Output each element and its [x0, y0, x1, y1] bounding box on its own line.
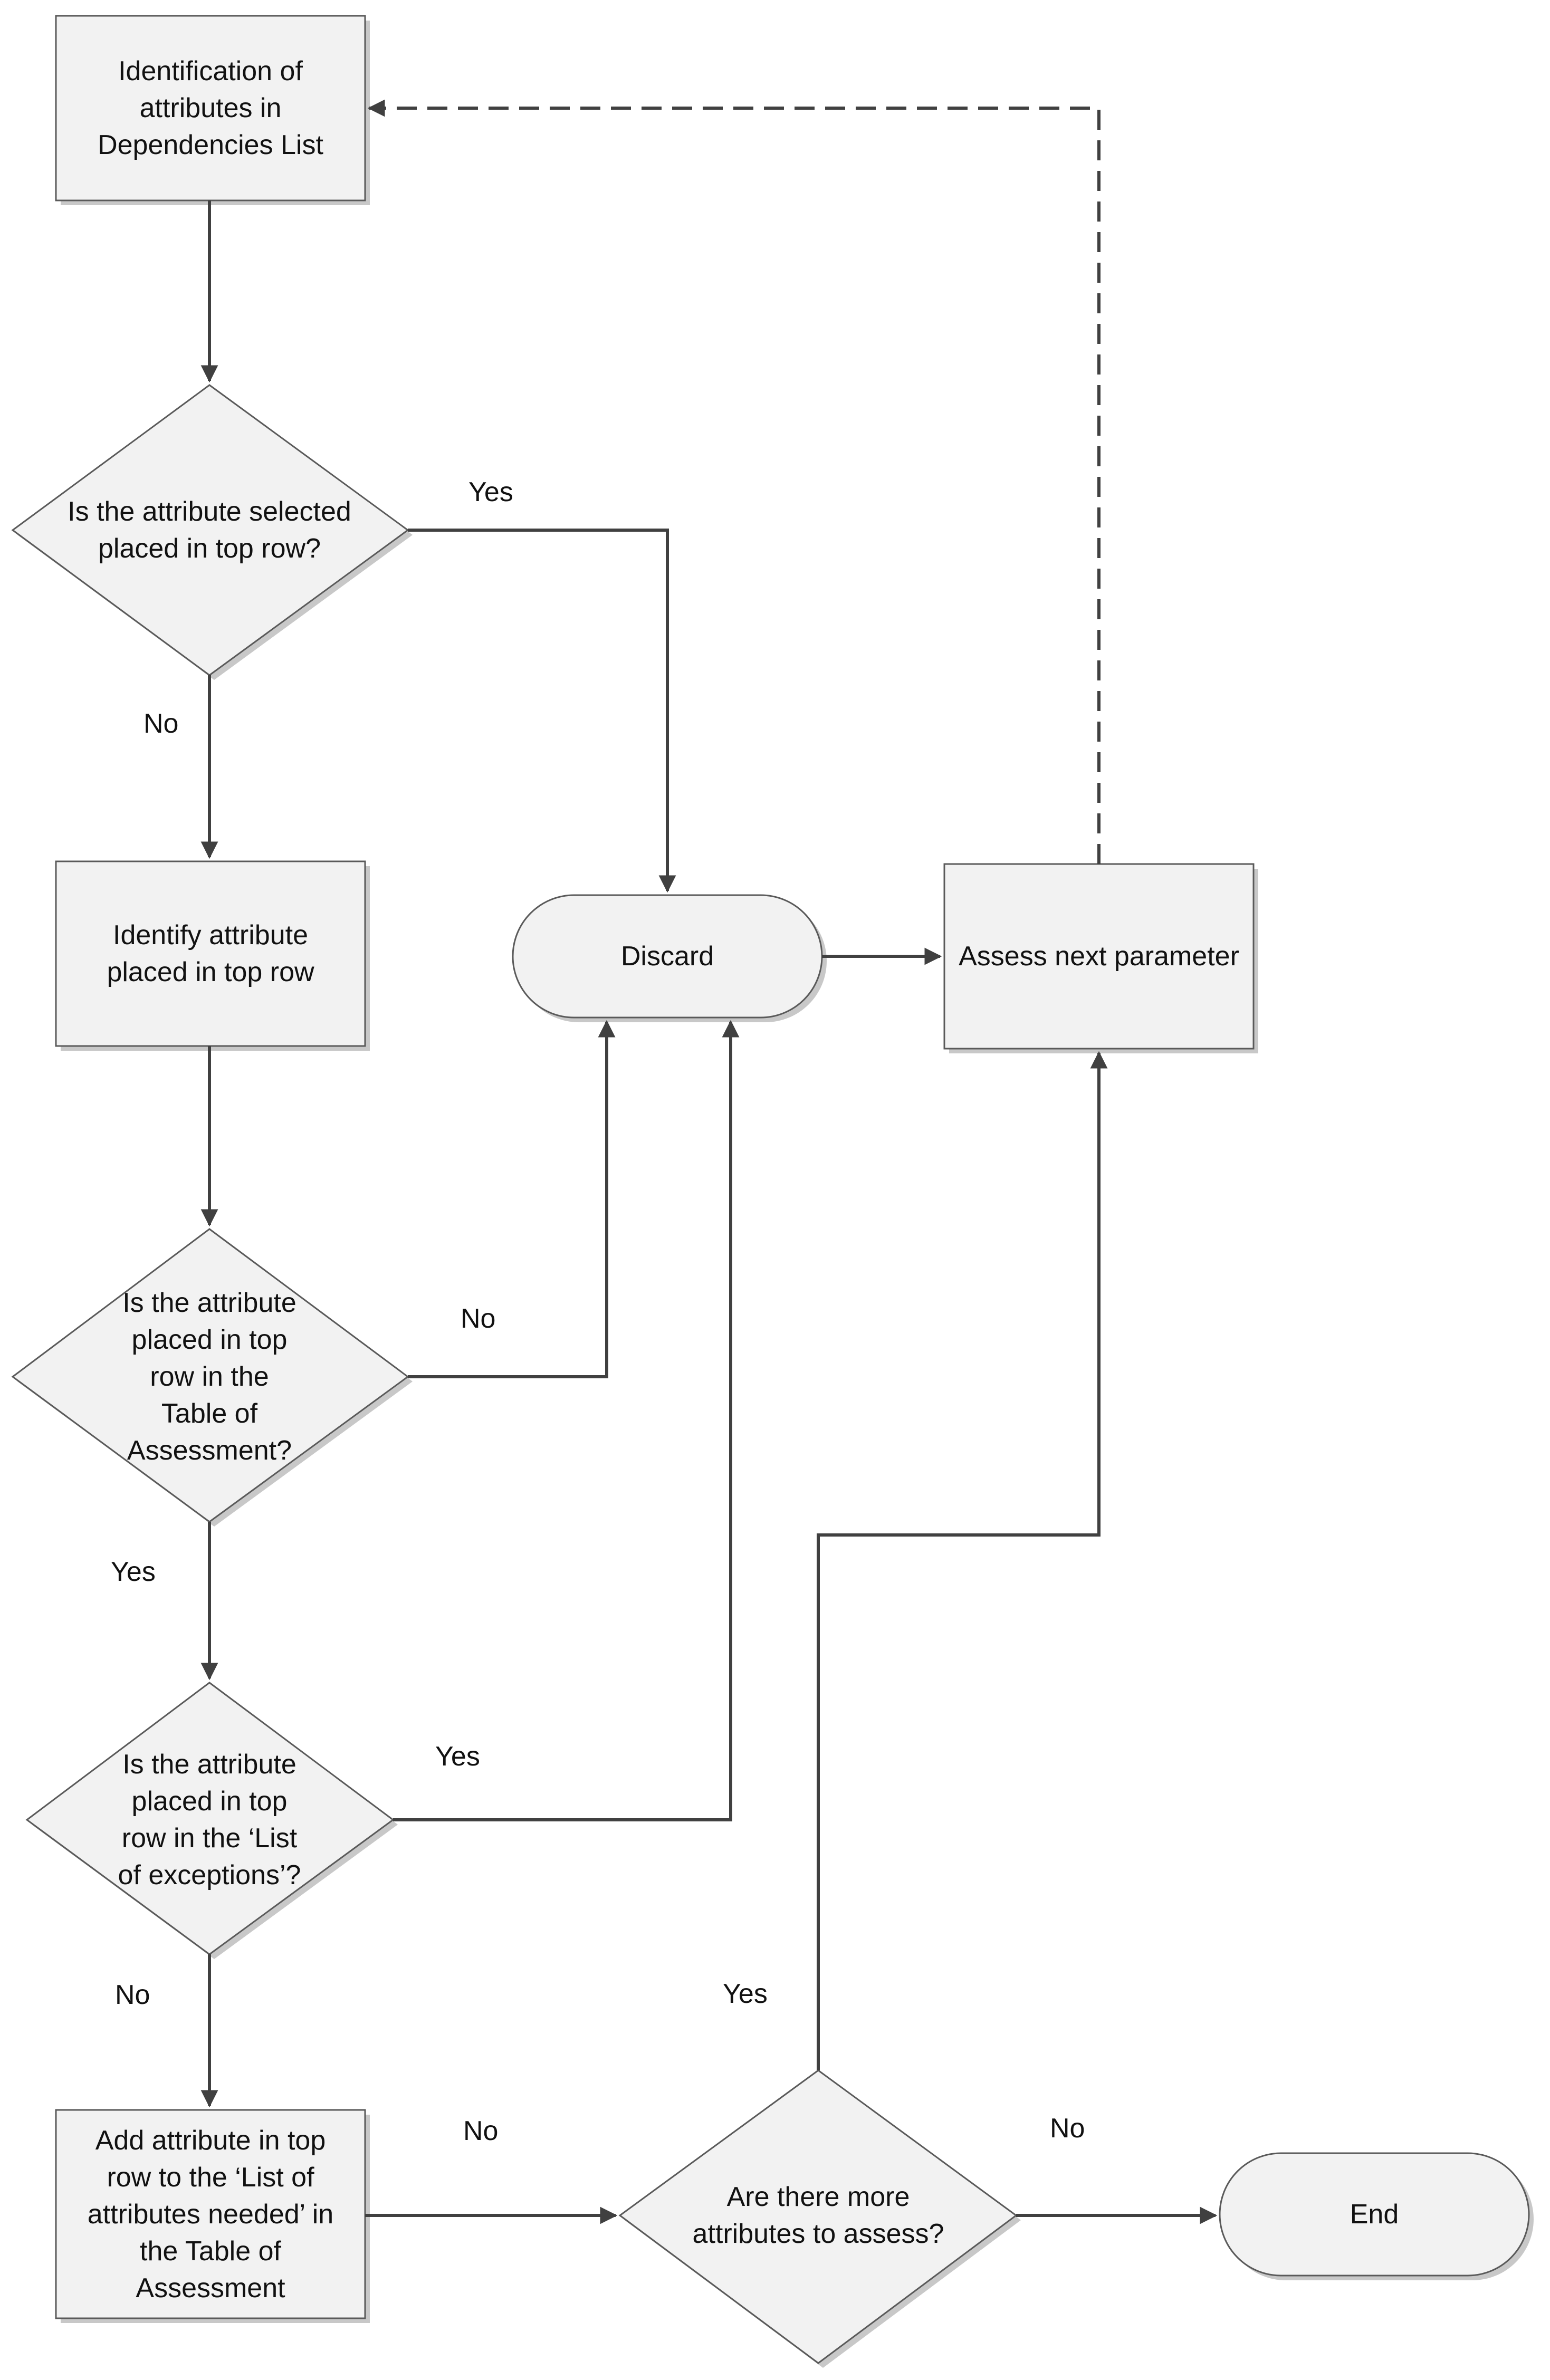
q-top-row-yes-label: Yes: [468, 477, 513, 507]
node-q-more: [618, 2069, 1018, 2364]
node-identify-top-row: [55, 860, 366, 1047]
q-more-yes-label: Yes: [723, 1979, 768, 2009]
node-shadows: [17, 21, 1534, 2368]
edge-q-table-no: [408, 1020, 616, 1378]
identify-top-row-label: Identify attribute placed in top row: [107, 920, 314, 987]
q-exceptions-no-label: No: [115, 1980, 150, 2010]
edge-assess-loop-back: [367, 99, 1101, 864]
q-exceptions-label: Is the attribute placed in top row in th…: [118, 1749, 301, 1890]
discard-label: Discard: [620, 941, 714, 972]
edge-q-more-yes: [817, 1051, 1108, 2070]
q-top-row-label: Is the attribute selected placed in top …: [68, 496, 351, 564]
node-end: [1219, 2152, 1530, 2277]
q-table-yes-label: Yes: [111, 1557, 156, 1587]
q-more-no-label: No: [1050, 2113, 1085, 2144]
assess-next-label: Assess next parameter: [959, 941, 1239, 972]
q-top-row-no-label: No: [143, 708, 179, 739]
add-to-more-no-label: No: [463, 2116, 499, 2146]
end-label: End: [1350, 2199, 1399, 2230]
identify-attributes-label: Identification of attributes in Dependen…: [98, 56, 323, 160]
edge-q-top-row-yes: [408, 529, 676, 893]
q-exceptions-yes-label: Yes: [435, 1741, 480, 1772]
node-assess-next: [943, 863, 1255, 1050]
q-more-label: Are there more attributes to assess?: [692, 2182, 944, 2249]
edge-q-exceptions-yes: [393, 1020, 740, 1821]
add-attribute-label: Add attribute in top row to the ‘List of…: [87, 2125, 334, 2304]
q-table-label: Is the attribute placed in top row in th…: [122, 1288, 296, 1466]
q-table-no-label: No: [461, 1303, 496, 1334]
node-identify-attributes: [55, 15, 366, 201]
